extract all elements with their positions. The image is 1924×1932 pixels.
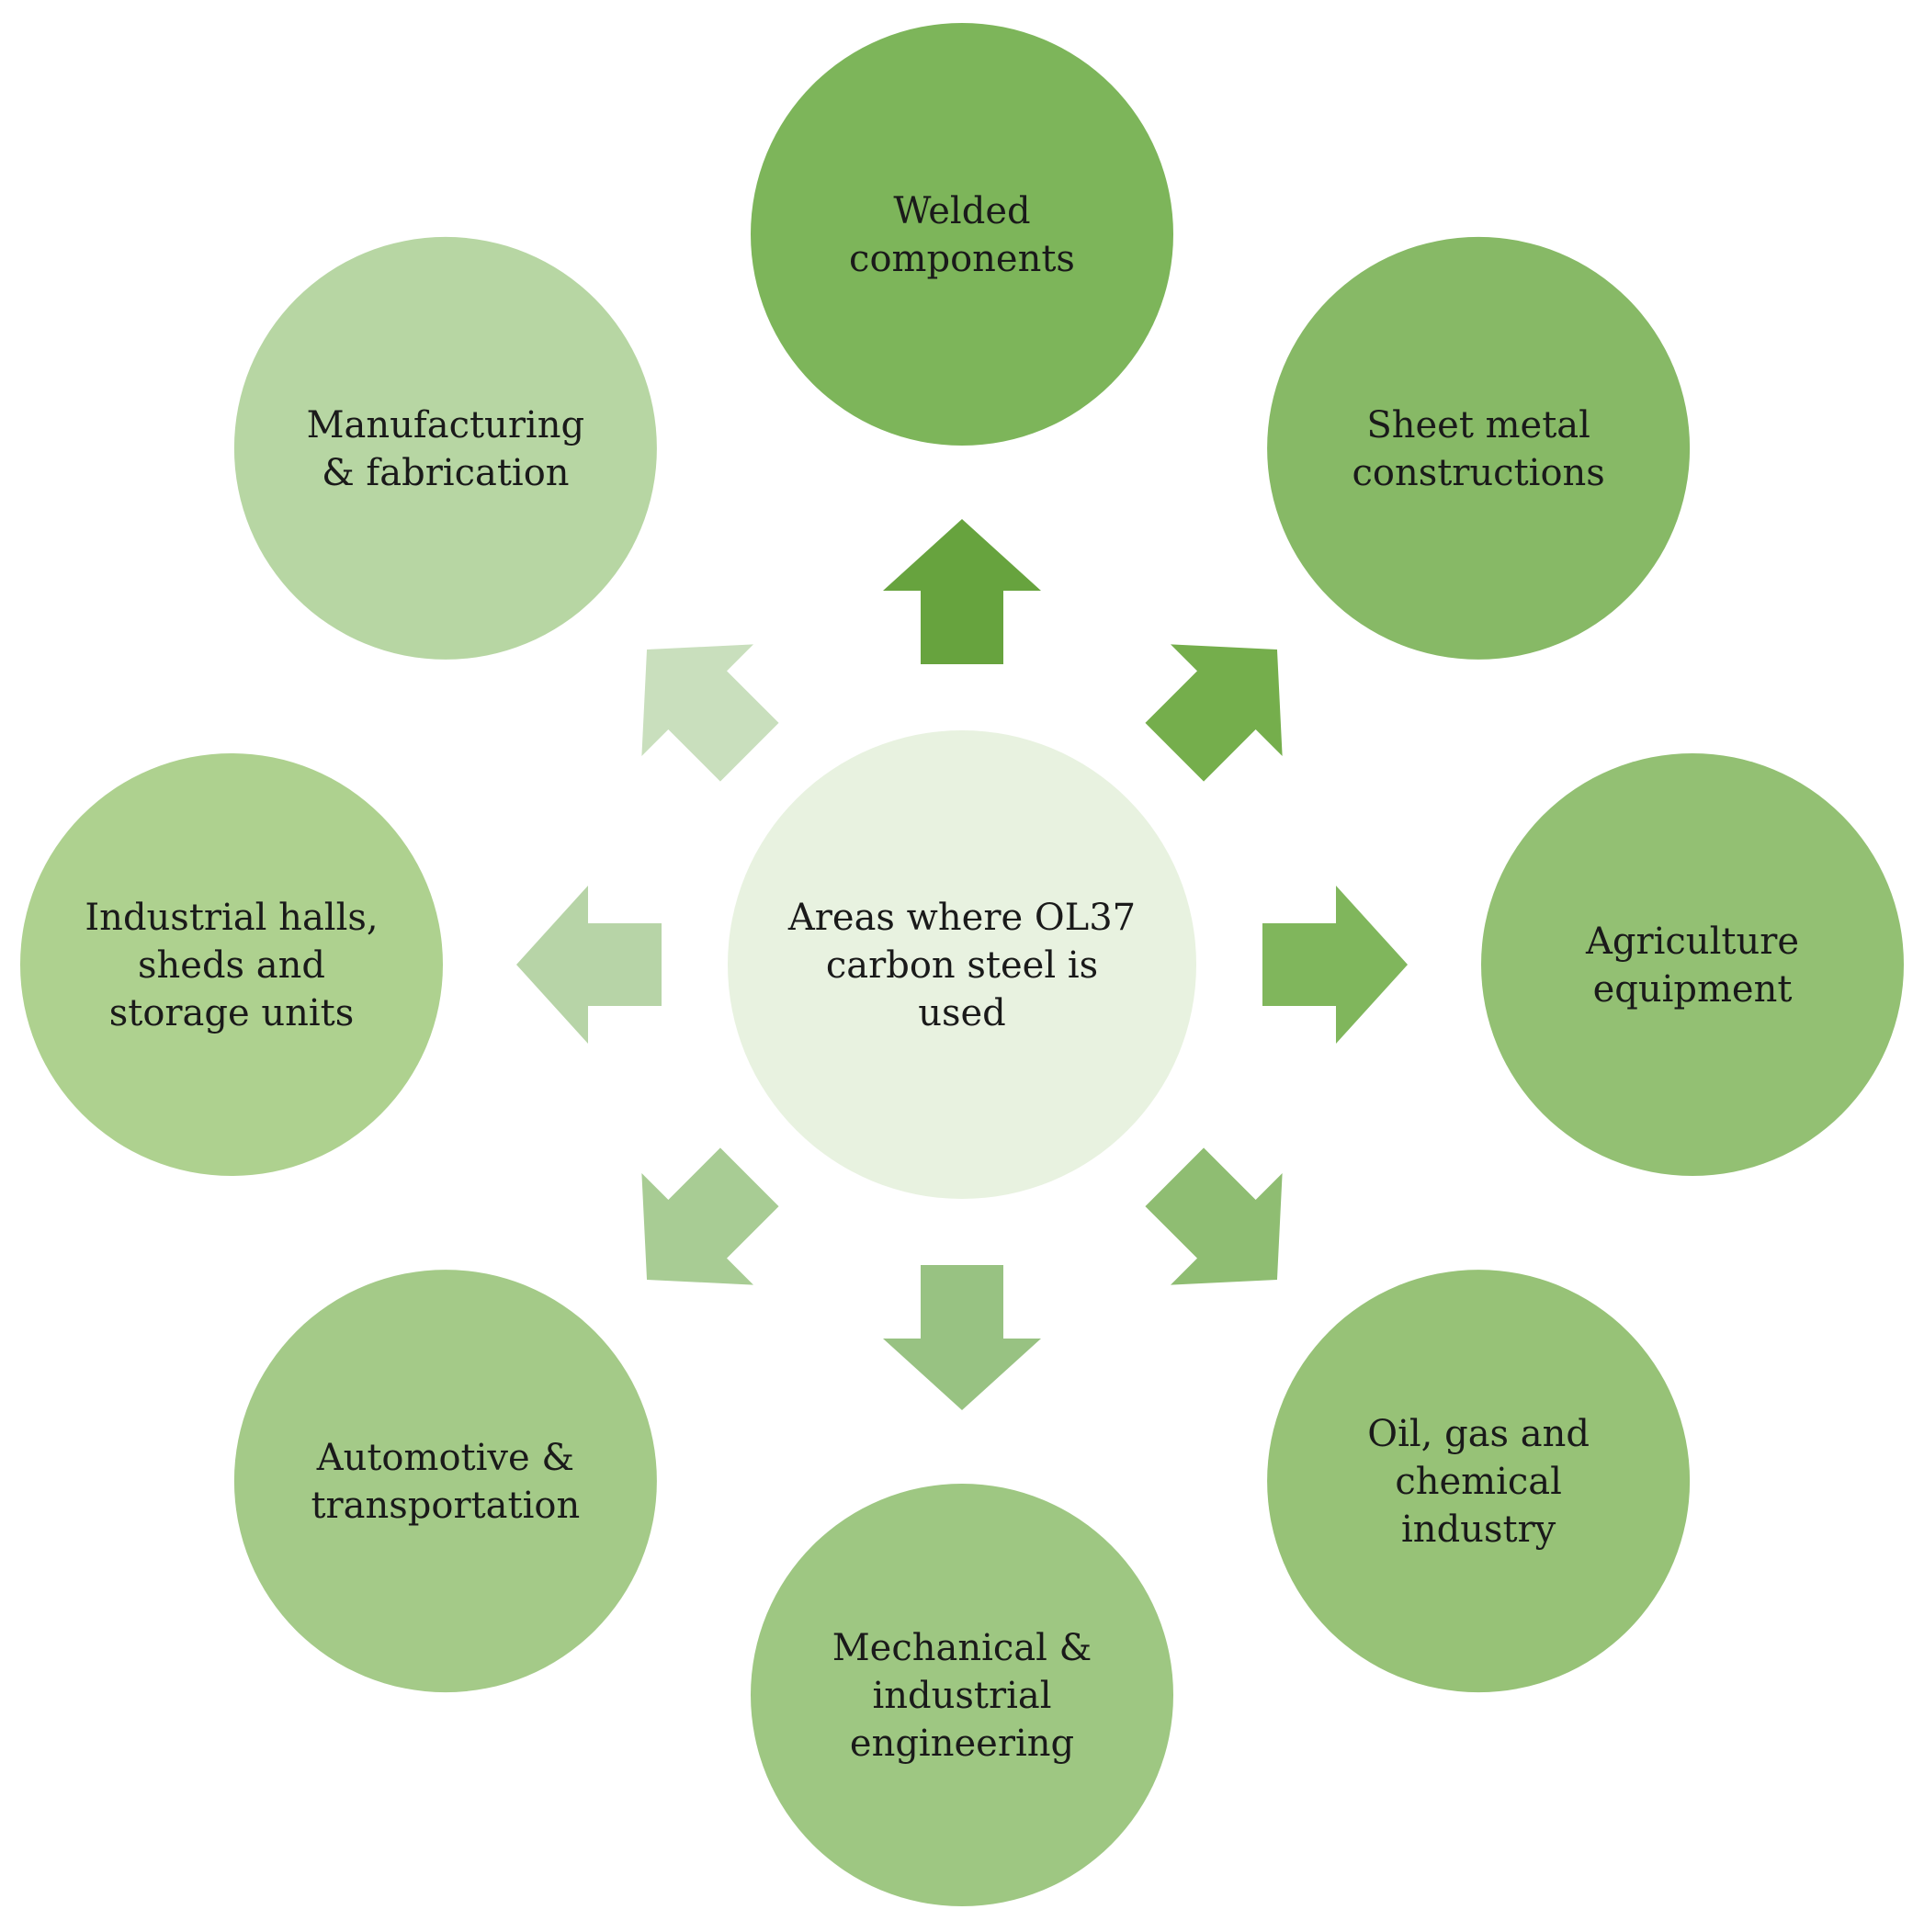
- center-label: Areas where OL37 carbon steel is used: [787, 897, 1136, 1034]
- label-line: sheds and: [138, 944, 325, 987]
- label-line: constructions: [1352, 452, 1604, 494]
- node-label: Industrial halls, sheds and storage units: [85, 897, 378, 1034]
- label-line: Automotive &: [316, 1437, 574, 1479]
- label-line: equipment: [1593, 968, 1793, 1011]
- node-circle: [20, 753, 443, 1176]
- label-line: engineering: [850, 1723, 1074, 1765]
- node-welded-components: Welded components: [751, 23, 1173, 446]
- label-line: Areas where OL37: [787, 897, 1136, 939]
- node-label: Automotive & transportation: [311, 1437, 580, 1527]
- label-line: carbon steel is: [826, 944, 1098, 987]
- arrow-sheet-metal-constructions: [1145, 644, 1283, 782]
- label-line: Welded: [893, 190, 1030, 232]
- center-circle: [728, 730, 1196, 1199]
- center-node: Areas where OL37 carbon steel is used: [728, 730, 1196, 1199]
- node-circle: [1267, 1270, 1691, 1693]
- arrows-group: [516, 519, 1408, 1410]
- node-automotive-transportation: Automotive & transportation: [233, 1270, 657, 1693]
- label-line: storage units: [109, 992, 355, 1034]
- label-line: & fabrication: [322, 452, 569, 494]
- node-circle: [1481, 753, 1904, 1176]
- label-line: Industrial halls,: [85, 897, 378, 939]
- node-industrial-halls-sheds-storage: Industrial halls, sheds and storage units: [20, 753, 443, 1176]
- node-mechanical-industrial-engineering: Mechanical & industrial engineering: [751, 1484, 1173, 1906]
- label-line: chemical: [1395, 1461, 1562, 1503]
- node-label: Manufacturing & fabrication: [307, 404, 585, 494]
- label-line: transportation: [311, 1485, 580, 1527]
- node-label: Mechanical & industrial engineering: [832, 1627, 1092, 1765]
- arrow-oil-gas-chemical-industry: [1145, 1147, 1283, 1285]
- node-circle: [233, 1270, 657, 1693]
- arrow-industrial-halls-sheds-storage: [516, 886, 662, 1044]
- node-circle: [751, 1484, 1173, 1906]
- node-label: Agriculture equipment: [1585, 921, 1799, 1011]
- label-line: components: [849, 238, 1075, 280]
- node-agriculture-equipment: Agriculture equipment: [1481, 753, 1904, 1176]
- arrow-manufacturing-fabrication: [641, 644, 779, 782]
- node-circle: [233, 236, 657, 660]
- label-line: industrial: [872, 1675, 1051, 1717]
- label-line: Oil, gas and: [1367, 1413, 1590, 1455]
- arrow-automotive-transportation: [641, 1147, 779, 1285]
- node-label: Sheet metal constructions: [1352, 404, 1604, 494]
- node-sheet-metal-constructions: Sheet metal constructions: [1267, 236, 1691, 660]
- node-label: Welded components: [849, 190, 1075, 280]
- node-label: Oil, gas and chemical industry: [1367, 1413, 1590, 1551]
- label-line: Mechanical &: [832, 1627, 1092, 1669]
- node-manufacturing-fabrication: Manufacturing & fabrication: [233, 236, 657, 660]
- label-line: used: [918, 992, 1006, 1034]
- label-line: Agriculture: [1585, 921, 1799, 963]
- label-line: Sheet metal: [1366, 404, 1590, 446]
- arrow-agriculture-equipment: [1262, 886, 1408, 1044]
- label-line: industry: [1401, 1508, 1556, 1551]
- label-line: Manufacturing: [307, 404, 585, 446]
- arrow-mechanical-industrial-engineering: [883, 1265, 1041, 1410]
- node-oil-gas-chemical-industry: Oil, gas and chemical industry: [1267, 1270, 1691, 1693]
- node-circle: [751, 23, 1173, 446]
- node-circle: [1267, 236, 1691, 660]
- arrow-welded-components: [883, 519, 1041, 664]
